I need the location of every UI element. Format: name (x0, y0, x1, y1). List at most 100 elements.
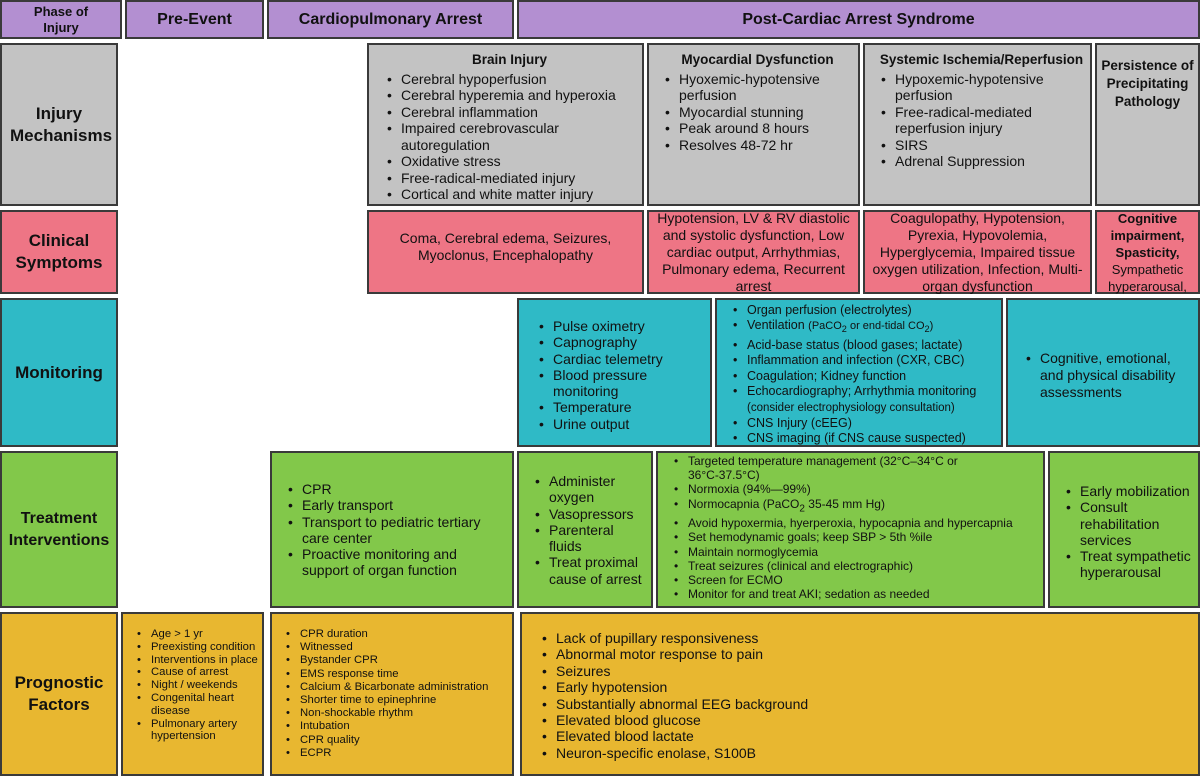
list-item: Capnography (537, 334, 704, 351)
list-item: Consult rehabilitation services (1064, 499, 1194, 548)
list-item: Cerebral hyperemia and hyperoxia (385, 87, 634, 104)
mechanism-myocardial-dysfunction: Myocardial Dysfunction Hyoxemic-hypotens… (647, 43, 860, 206)
prognostic-post-list: Lack of pupillary responsiveness Abnorma… (540, 630, 1194, 762)
list-item: Early transport (286, 497, 506, 514)
header-cardiopulmonary-arrest: Cardiopulmonary Arrest (267, 0, 514, 39)
list-item: Normoxia (94%—99%) (672, 482, 1039, 496)
list-item: Normocapnia (PaCO2 35-45 mm Hg) (672, 497, 1039, 517)
list-item: Substantially abnormal EEG background (540, 696, 1194, 713)
systemic-list: Hypoxemic-hypotensive perfusion Free-rad… (879, 71, 1084, 170)
list-item: ECPR (284, 747, 508, 760)
list-item: Early mobilization (1064, 483, 1194, 500)
header-pre-event: Pre-Event (125, 0, 264, 39)
list-item: Screen for ECMO (672, 573, 1039, 587)
list-item: Pulmonary artery hypertension (135, 718, 258, 744)
prognostic-post-arrest: Lack of pupillary responsiveness Abnorma… (520, 612, 1200, 776)
row-label-clinical-symptoms: Clinical Symptoms (0, 210, 118, 294)
treatment-early-post: Administer oxygen Vasopressors Parentera… (517, 451, 653, 608)
list-item: Avoid hypoxermia, hyerperoxia, hypocapni… (672, 516, 1039, 530)
myocardial-list: Hyoxemic-hypotensive perfusion Myocardia… (663, 71, 852, 154)
list-item: Hyoxemic-hypotensive perfusion (663, 71, 852, 104)
list-item: Urine output (537, 416, 704, 433)
symptoms-brain: Coma, Cerebral edema, Seizures, Myoclonu… (367, 210, 644, 294)
treatment-early-list: Administer oxygen Vasopressors Parentera… (533, 473, 647, 587)
list-item: CPR quality (284, 734, 508, 747)
prognostic-pre-event: Age > 1 yr Preexisting condition Interve… (121, 612, 264, 776)
list-item: Inflammation and infection (CXR, CBC) (731, 353, 997, 369)
list-item: Ventilation (PaCO2 or end-tidal CO2) (731, 318, 997, 338)
treatment-rehab-list: Early mobilization Consult rehabilitatio… (1064, 483, 1194, 581)
list-item: Free-radical-mediated injury (385, 170, 634, 187)
list-item: Blood pressure monitoring (537, 367, 704, 400)
list-item: Proactive monitoring and support of orga… (286, 546, 506, 579)
symptoms-systemic: Coagulopathy, Hypotension, Pyrexia, Hypo… (863, 210, 1092, 294)
list-item: Preexisting condition (135, 641, 258, 654)
symptoms-persistence: Cognitive impairment, Spasticity, Sympat… (1095, 210, 1200, 294)
list-item: Myocardial stunning (663, 104, 852, 121)
prognostic-pre-list: Age > 1 yr Preexisting condition Interve… (135, 628, 258, 743)
treatment-cardio-list: CPR Early transport Transport to pediatr… (286, 481, 506, 579)
header-post-cardiac-arrest-syndrome: Post-Cardiac Arrest Syndrome (517, 0, 1200, 39)
monitoring-early: Pulse oximetry Capnography Cardiac telem… (517, 298, 712, 447)
list-item: Elevated blood lactate (540, 728, 1194, 745)
list-item: Set hemodynamic goals; keep SBP > 5th %i… (672, 530, 1039, 544)
monitoring-cognitive: Cognitive, emotional, and physical disab… (1006, 298, 1200, 447)
list-item: Early hypotension (540, 679, 1194, 696)
symptoms-persistence-bold: Cognitive impairment, Spasticity, (1110, 210, 1185, 260)
list-item: Non-shockable rhythm (284, 707, 508, 720)
list-item: Treat sympathetic hyperarousal (1064, 548, 1194, 581)
list-item: Seizures (540, 663, 1194, 680)
list-item: Lack of pupillary responsiveness (540, 630, 1194, 647)
list-item: Bystander CPR (284, 654, 508, 667)
treatment-post-list: Targeted temperature management (32°C–34… (672, 454, 1039, 602)
list-item: Congenital heart disease (135, 692, 258, 718)
monitoring-organ: Organ perfusion (electrolytes) Ventilati… (715, 298, 1003, 447)
list-item: CNS Injury (cEEG) (731, 416, 997, 432)
list-item: Cortical and white matter injury (385, 186, 634, 203)
list-item: Neuron-specific enolase, S100B (540, 745, 1194, 762)
list-item: Oxidative stress (385, 153, 634, 170)
list-item: Resolves 48-72 hr (663, 137, 852, 154)
list-item: Coagulation; Kidney function (731, 369, 997, 385)
treatment-post-arrest: Targeted temperature management (32°C–34… (656, 451, 1045, 608)
list-item: Impaired cerebrovascular autoregulation (385, 120, 634, 153)
brain-injury-title: Brain Injury (471, 52, 547, 67)
list-item: Shorter time to epinephrine (284, 694, 508, 707)
systemic-ischemia-title: Systemic Ischemia/Reperfusion (879, 52, 1084, 67)
list-item: CPR (286, 481, 506, 498)
list-item: Organ perfusion (electrolytes) (731, 303, 997, 319)
treatment-rehabilitation: Early mobilization Consult rehabilitatio… (1048, 451, 1200, 608)
list-item: Cognitive, emotional, and physical disab… (1024, 350, 1192, 401)
list-item: Calcium & Bicarbonate administration (284, 681, 508, 694)
list-item: Hypoxemic-hypotensive perfusion (879, 71, 1084, 104)
brain-injury-list: Cerebral hypoperfusion Cerebral hyperemi… (385, 71, 634, 203)
list-item: Cause of arrest (135, 666, 258, 679)
list-item: Age > 1 yr (135, 628, 258, 641)
list-item: Cerebral hypoperfusion (385, 71, 634, 88)
list-item: CNS imaging (if CNS cause suspected) (731, 431, 997, 447)
list-item: CPR duration (284, 628, 508, 641)
list-item: Adrenal Suppression (879, 153, 1084, 170)
list-item: Peak around 8 hours (663, 120, 852, 137)
row-label-prognostic-factors: Prognostic Factors (0, 612, 118, 776)
header-phase-of-injury: Phase of Injury (0, 0, 122, 39)
list-item: Witnessed (284, 641, 508, 654)
list-item: Administer oxygen (533, 473, 647, 506)
treatment-cardiopulmonary: CPR Early transport Transport to pediatr… (270, 451, 514, 608)
list-item: Monitor for and treat AKI; sedation as n… (672, 587, 1039, 601)
list-item: Targeted temperature management (32°C–34… (672, 454, 1039, 482)
monitoring-early-list: Pulse oximetry Capnography Cardiac telem… (537, 318, 704, 432)
list-item: SIRS (879, 137, 1084, 154)
list-item: Cerebral inflammation (385, 104, 634, 121)
list-item: Maintain normoglycemia (672, 545, 1039, 559)
monitoring-cognitive-list: Cognitive, emotional, and physical disab… (1024, 350, 1192, 401)
list-item: Abnormal motor response to pain (540, 646, 1194, 663)
list-item: Temperature (537, 399, 704, 416)
prognostic-cardiopulmonary: CPR duration Witnessed Bystander CPR EMS… (270, 612, 514, 776)
mechanism-systemic-ischemia: Systemic Ischemia/Reperfusion Hypoxemic-… (863, 43, 1092, 206)
list-item: Elevated blood glucose (540, 712, 1194, 729)
persistence-title: Persistence of Precipitating Pathology (1101, 58, 1194, 109)
list-item: Transport to pediatric tertiary care cen… (286, 514, 506, 547)
list-item: EMS response time (284, 668, 508, 681)
list-item: Parenteral fluids (533, 522, 647, 555)
